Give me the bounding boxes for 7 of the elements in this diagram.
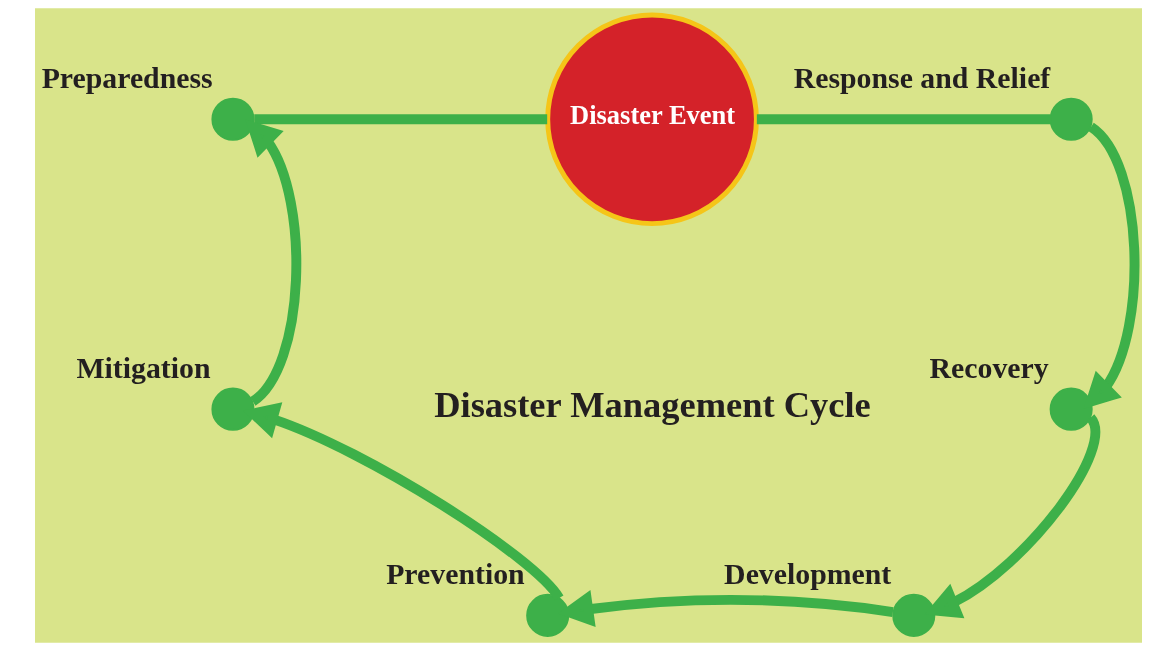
node-label: Recovery	[929, 350, 1049, 384]
node-label: Development	[723, 556, 891, 590]
label: Disaster Management Cycle	[433, 384, 871, 425]
node-label: Preparedness	[41, 60, 213, 94]
node-label: Mitigation	[75, 350, 210, 384]
node-label: Response and Relief	[793, 60, 1050, 94]
node-label: Prevention	[385, 556, 525, 590]
